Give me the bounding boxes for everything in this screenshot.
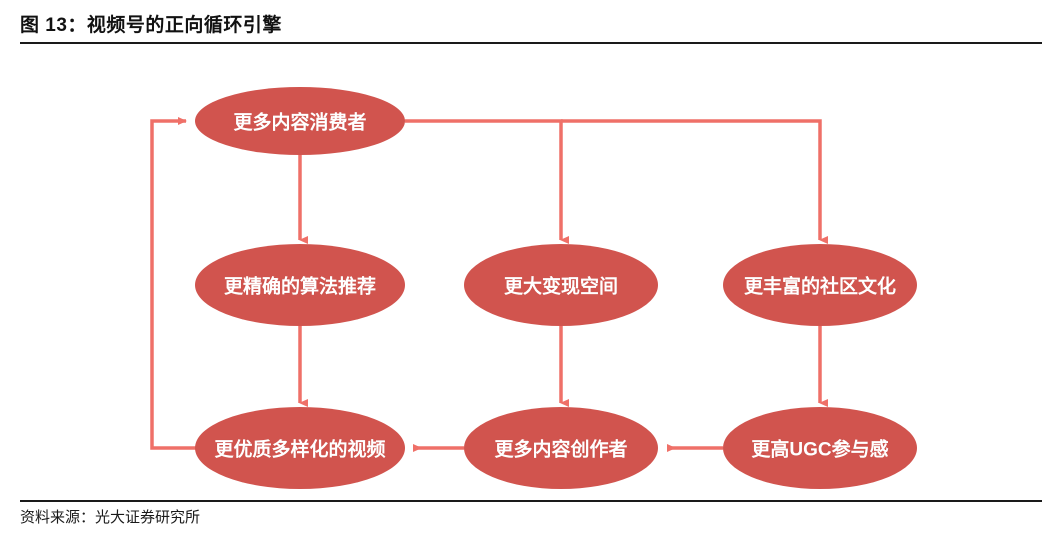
title-divider-rule xyxy=(20,42,1042,44)
edge-consumers-to-community xyxy=(561,119,828,244)
node-consumers[interactable] xyxy=(195,87,405,155)
flywheel-diagram: 更多内容消费者 更精确的算法推荐 更大变现空间 更丰富的社区文化 更优质多样化的… xyxy=(0,44,1062,500)
figure-title: 图 13：视频号的正向循环引擎 xyxy=(20,15,282,36)
node-ugc[interactable] xyxy=(723,407,917,489)
source-divider-rule xyxy=(20,500,1042,502)
diagram-svg xyxy=(150,87,917,489)
edge-consumers-to-monetization xyxy=(405,119,569,244)
edge-videos-to-consumers xyxy=(150,117,220,450)
figure-source: 资料来源：光大证券研究所 xyxy=(20,509,201,526)
node-monetization[interactable] xyxy=(464,244,658,326)
node-algorithm[interactable] xyxy=(195,244,405,326)
node-creators[interactable] xyxy=(464,407,658,489)
node-community[interactable] xyxy=(723,244,917,326)
node-group xyxy=(195,87,917,489)
node-videos[interactable] xyxy=(195,407,405,489)
